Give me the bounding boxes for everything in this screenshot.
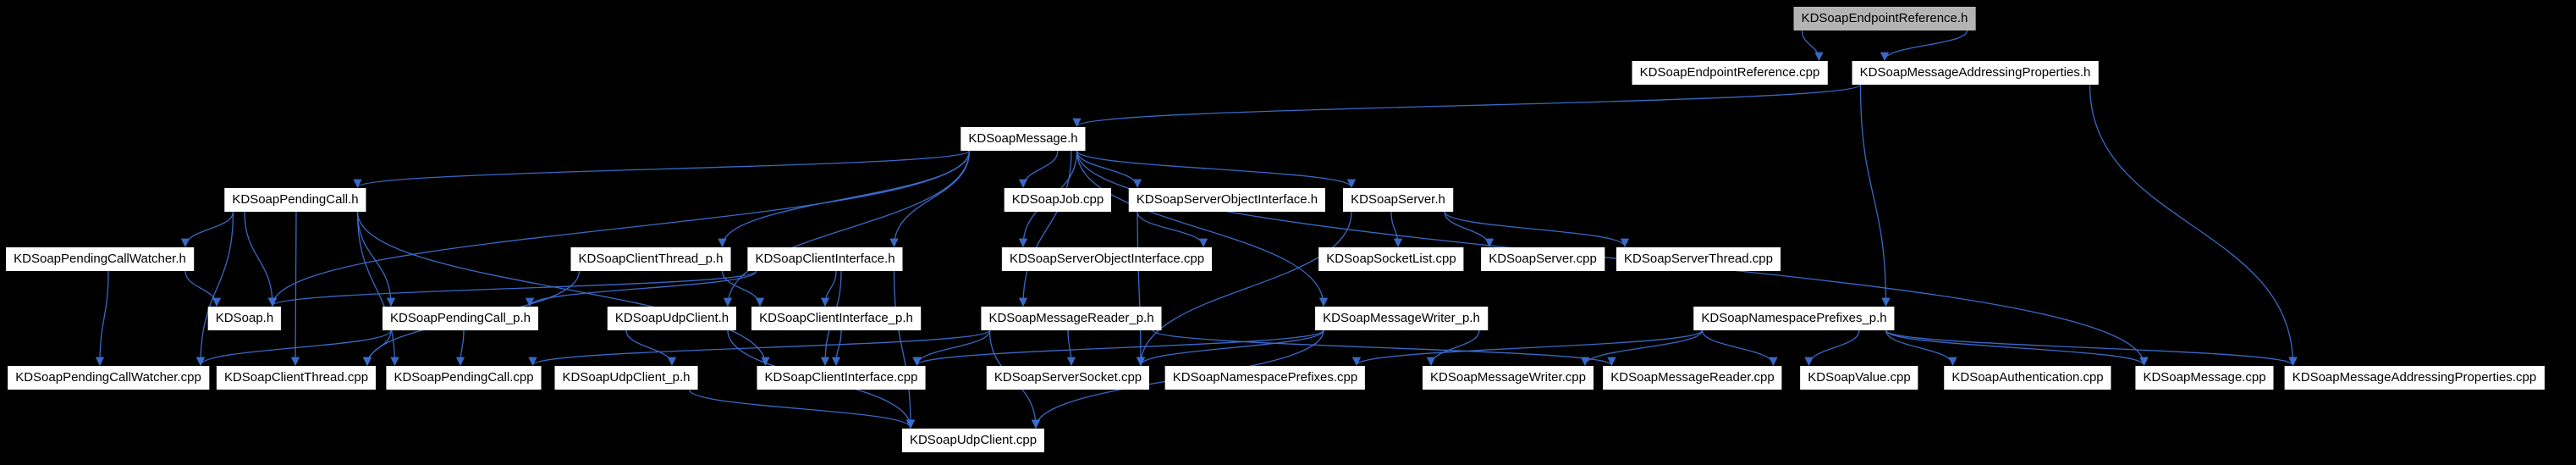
graph-node-udpclient_h[interactable]: KDSoapUdpClient.h (607, 307, 737, 330)
graph-edge-message_h--messagewriter_p_h (1076, 150, 1329, 307)
graph-edge-pendingcallwatcher_h--kdsoap_h (184, 270, 222, 307)
graph-edge-message_h--pendingcall_h (353, 150, 971, 189)
graph-edge-clientinterface_p_h--clientinterface_cpp (831, 329, 842, 367)
graph-edge-pendingcall_h--kdsoap_h (244, 211, 278, 307)
graph-edge-server_h--serverthread_cpp (1444, 211, 1630, 248)
graph-node-server_h[interactable]: KDSoapServer.h (1343, 188, 1453, 212)
graph-node-serversocket_cpp[interactable]: KDSoapServerSocket.cpp (986, 366, 1150, 390)
graph-edge-pendingcall_p_h--pendingcallwatcher_cpp (195, 329, 392, 367)
graph-edge-udpclient_h--udpclient_p_h (625, 329, 677, 367)
graph-node-pendingcall_h[interactable]: KDSoapPendingCall.h (224, 188, 366, 212)
graph-edge-messagereader_p_h--messagereader_cpp (1152, 329, 1616, 367)
graph-edge-message_h--serverobjectinterface_h (1076, 150, 1142, 189)
graph-edge-pendingcall_p_h--clientthread_cpp (362, 329, 392, 367)
graph-node-clientthread_cpp[interactable]: KDSoapClientThread.cpp (216, 366, 377, 390)
graph-edge-message_h--messagereader_p_h (1018, 150, 1072, 307)
graph-edge-pendingcall_h--clientinterface_cpp (356, 211, 770, 367)
graph-edge-endpointreference_h--messageaddressingproperties_h (1880, 30, 1968, 62)
graph-edge-message_h--message_cpp (1076, 150, 2149, 367)
graph-node-socketlist_cpp[interactable]: KDSoapSocketList.cpp (1318, 247, 1464, 271)
graph-node-authentication_cpp[interactable]: KDSoapAuthentication.cpp (1944, 366, 2111, 390)
graph-edge-serverobjectinterface_h--serverobjectinterface_cpp (1137, 211, 1208, 248)
graph-node-clientinterface_p_h[interactable]: KDSoapClientInterface_p.h (751, 307, 921, 330)
graph-edge-server_h--socketlist_cpp (1390, 211, 1403, 248)
graph-edge-pendingcallwatcher_h--pendingcallwatcher_cpp (95, 270, 109, 367)
graph-edge-messagereader_p_h--pendingcall_cpp (528, 329, 991, 367)
graph-edge-pendingcall_h--pendingcallwatcher_h (180, 211, 234, 248)
graph-node-pendingcall_cpp[interactable]: KDSoapPendingCall.cpp (386, 366, 542, 390)
graph-edge-clientinterface_h--udpclient_cpp (893, 270, 916, 429)
graph-edge-messagewriter_p_h--clientinterface_cpp (912, 329, 1324, 367)
graph-node-messageaddressingproperties_cpp[interactable]: KDSoapMessageAddressingProperties.cpp (2284, 366, 2545, 390)
graph-node-message_cpp[interactable]: KDSoapMessage.cpp (2135, 366, 2274, 390)
graph-node-endpointreference_h: KDSoapEndpointReference.h (1793, 7, 1976, 30)
graph-edge-namespaceprefixes_p_h--messagewriter_cpp (1580, 329, 1704, 367)
graph-edge-namespaceprefixes_p_h--authentication_cpp (1885, 329, 1957, 367)
graph-node-server_cpp[interactable]: KDSoapServer.cpp (1481, 247, 1604, 271)
graph-edge-udpclient_p_h--udpclient_cpp (688, 389, 916, 429)
graph-edge-message_h--kdsoap_h (267, 150, 971, 307)
graph-edge-message_h--udpclient_h (723, 150, 971, 307)
graph-edge-pendingcall_h--clientthread_cpp (290, 211, 300, 367)
graph-node-serverobjectinterface_h[interactable]: KDSoapServerObjectInterface.h (1128, 188, 1326, 212)
graph-edge-endpointreference_h--endpointreference_cpp (1801, 30, 1824, 62)
graph-edge-namespaceprefixes_p_h--value_cpp (1804, 329, 1860, 367)
graph-node-clientinterface_h[interactable]: KDSoapClientInterface.h (747, 247, 903, 271)
graph-node-messagewriter_cpp[interactable]: KDSoapMessageWriter.cpp (1423, 366, 1593, 390)
graph-node-pendingcallwatcher_h[interactable]: KDSoapPendingCallWatcher.h (6, 247, 194, 271)
graph-node-serverthread_cpp[interactable]: KDSoapServerThread.cpp (1616, 247, 1781, 271)
graph-edge-messageaddressingproperties_h--message_h (1072, 84, 1862, 128)
graph-node-serverobjectinterface_cpp[interactable]: KDSoapServerObjectInterface.cpp (1001, 247, 1213, 271)
graph-node-udpclient_cpp[interactable]: KDSoapUdpClient.cpp (901, 429, 1045, 452)
graph-node-value_cpp[interactable]: KDSoapValue.cpp (1800, 366, 1918, 390)
graph-node-job_cpp[interactable]: KDSoapJob.cpp (1004, 188, 1112, 212)
graph-node-kdsoap_h[interactable]: KDSoap.h (207, 307, 282, 330)
graph-edge-message_h--server_h (1076, 150, 1357, 189)
graph-edge-namespaceprefixes_p_h--message_cpp (1885, 329, 2149, 367)
graph-node-namespaceprefixes_p_h[interactable]: KDSoapNamespacePrefixes_p.h (1693, 307, 1895, 330)
graph-edge-clientthread_p_h--clientinterface_p_h (721, 270, 765, 307)
graph-edge-message_h--job_cpp (1018, 150, 1059, 189)
graph-edge-clientinterface_h--kdsoap_h (268, 270, 757, 307)
graph-node-pendingcall_p_h[interactable]: KDSoapPendingCall_p.h (383, 307, 538, 330)
graph-edge-pendingcall_h--pendingcallwatcher_cpp (195, 211, 234, 367)
graph-edge-messagereader_p_h--clientinterface_cpp (912, 329, 991, 367)
graph-node-messagereader_cpp[interactable]: KDSoapMessageReader.cpp (1603, 366, 1782, 390)
graph-edge-pendingcall_h--pendingcall_p_h (356, 211, 396, 307)
graph-edge-clientinterface_h--clientinterface_p_h (820, 270, 837, 307)
graph-node-clientinterface_cpp[interactable]: KDSoapClientInterface.cpp (757, 366, 926, 390)
graph-node-message_h[interactable]: KDSoapMessage.h (960, 127, 1086, 151)
graph-edge-messageaddressingproperties_h--namespaceprefixes_p_h (1859, 84, 1891, 307)
graph-node-endpointreference_cpp[interactable]: KDSoapEndpointReference.cpp (1632, 61, 1828, 85)
graph-node-messagereader_p_h[interactable]: KDSoapMessageReader_p.h (981, 307, 1162, 330)
graph-node-messagewriter_p_h[interactable]: KDSoapMessageWriter_p.h (1315, 307, 1488, 330)
graph-edge-server_h--serversocket_cpp (1136, 211, 1352, 367)
graph-edge-messagewriter_p_h--serversocket_cpp (1136, 329, 1324, 367)
graph-node-namespaceprefixes_cpp[interactable]: KDSoapNamespacePrefixes.cpp (1164, 366, 1366, 390)
graph-node-udpclient_p_h[interactable]: KDSoapUdpClient_p.h (554, 366, 698, 390)
graph-edge-message_h--clientinterface_h (889, 150, 971, 248)
graph-edge-namespaceprefixes_p_h--messageaddressingproperties_cpp (1885, 329, 2298, 367)
graph-edge-messagereader_p_h--serversocket_cpp (1066, 329, 1076, 367)
graph-edge-clientinterface_h--pendingcall_p_h (525, 270, 757, 307)
graph-edge-messagewriter_p_h--messagewriter_cpp (1426, 329, 1480, 367)
graph-edge-namespaceprefixes_p_h--namespaceprefixes_cpp (1351, 329, 1704, 367)
graph-edge-messageaddressingproperties_h--messageaddressingproperties_cpp (2089, 84, 2298, 367)
graph-edge-serverobjectinterface_h--serversocket_cpp (1136, 211, 1146, 367)
graph-edge-server_h--server_cpp (1444, 211, 1494, 248)
graph-node-messageaddressingproperties_h[interactable]: KDSoapMessageAddressingProperties.h (1852, 61, 2099, 85)
graph-node-pendingcallwatcher_cpp[interactable]: KDSoapPendingCallWatcher.cpp (8, 366, 209, 390)
graph-edge-pendingcall_p_h--pendingcall_cpp (455, 329, 465, 367)
graph-node-clientthread_p_h[interactable]: KDSoapClientThread_p.h (570, 247, 731, 271)
graph-edge-namespaceprefixes_p_h--messagereader_cpp (1701, 329, 1778, 367)
